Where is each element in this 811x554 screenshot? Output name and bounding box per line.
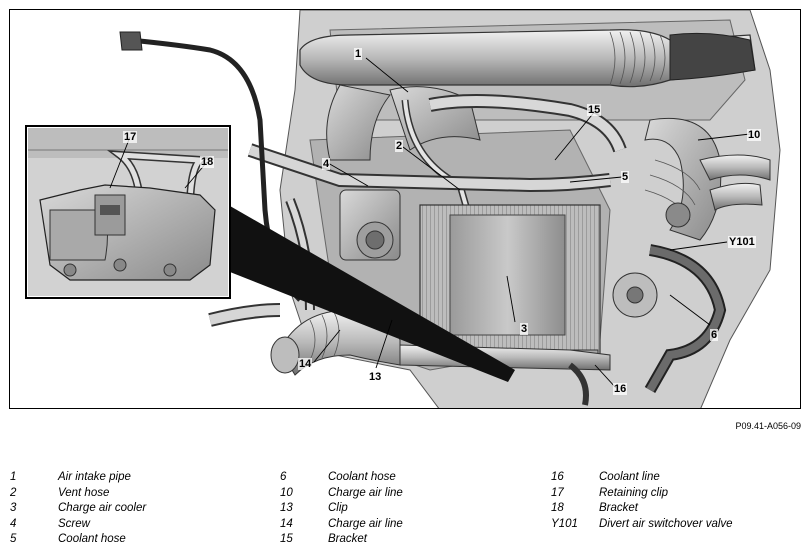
- callout-y101: Y101: [728, 236, 756, 248]
- callout-10: 10: [747, 129, 762, 141]
- callout-6: 6: [710, 329, 719, 341]
- callout-3: 3: [520, 323, 529, 335]
- engine-drawing: [25, 10, 781, 408]
- callout-18: 18: [200, 156, 215, 168]
- inset-pointer: [230, 206, 515, 382]
- callout-2: 2: [395, 140, 404, 152]
- leader-lines: [109, 57, 751, 389]
- callout-16: 16: [613, 383, 628, 395]
- callout-14: 14: [298, 358, 313, 370]
- engine-diagram-figure: 1 2 3 4 5 6 10 13 14 15 16 17 18 Y101: [9, 9, 801, 409]
- callout-15: 15: [587, 104, 602, 116]
- detail-inset: [25, 125, 231, 299]
- callout-13: 13: [368, 371, 383, 383]
- charge-air-cooler: [419, 204, 601, 363]
- callout-1: 1: [354, 48, 363, 60]
- callout-17: 17: [123, 131, 138, 143]
- callout-4: 4: [322, 158, 331, 170]
- figure-code: P09.41-A056-09: [735, 421, 801, 431]
- callout-5: 5: [621, 171, 630, 183]
